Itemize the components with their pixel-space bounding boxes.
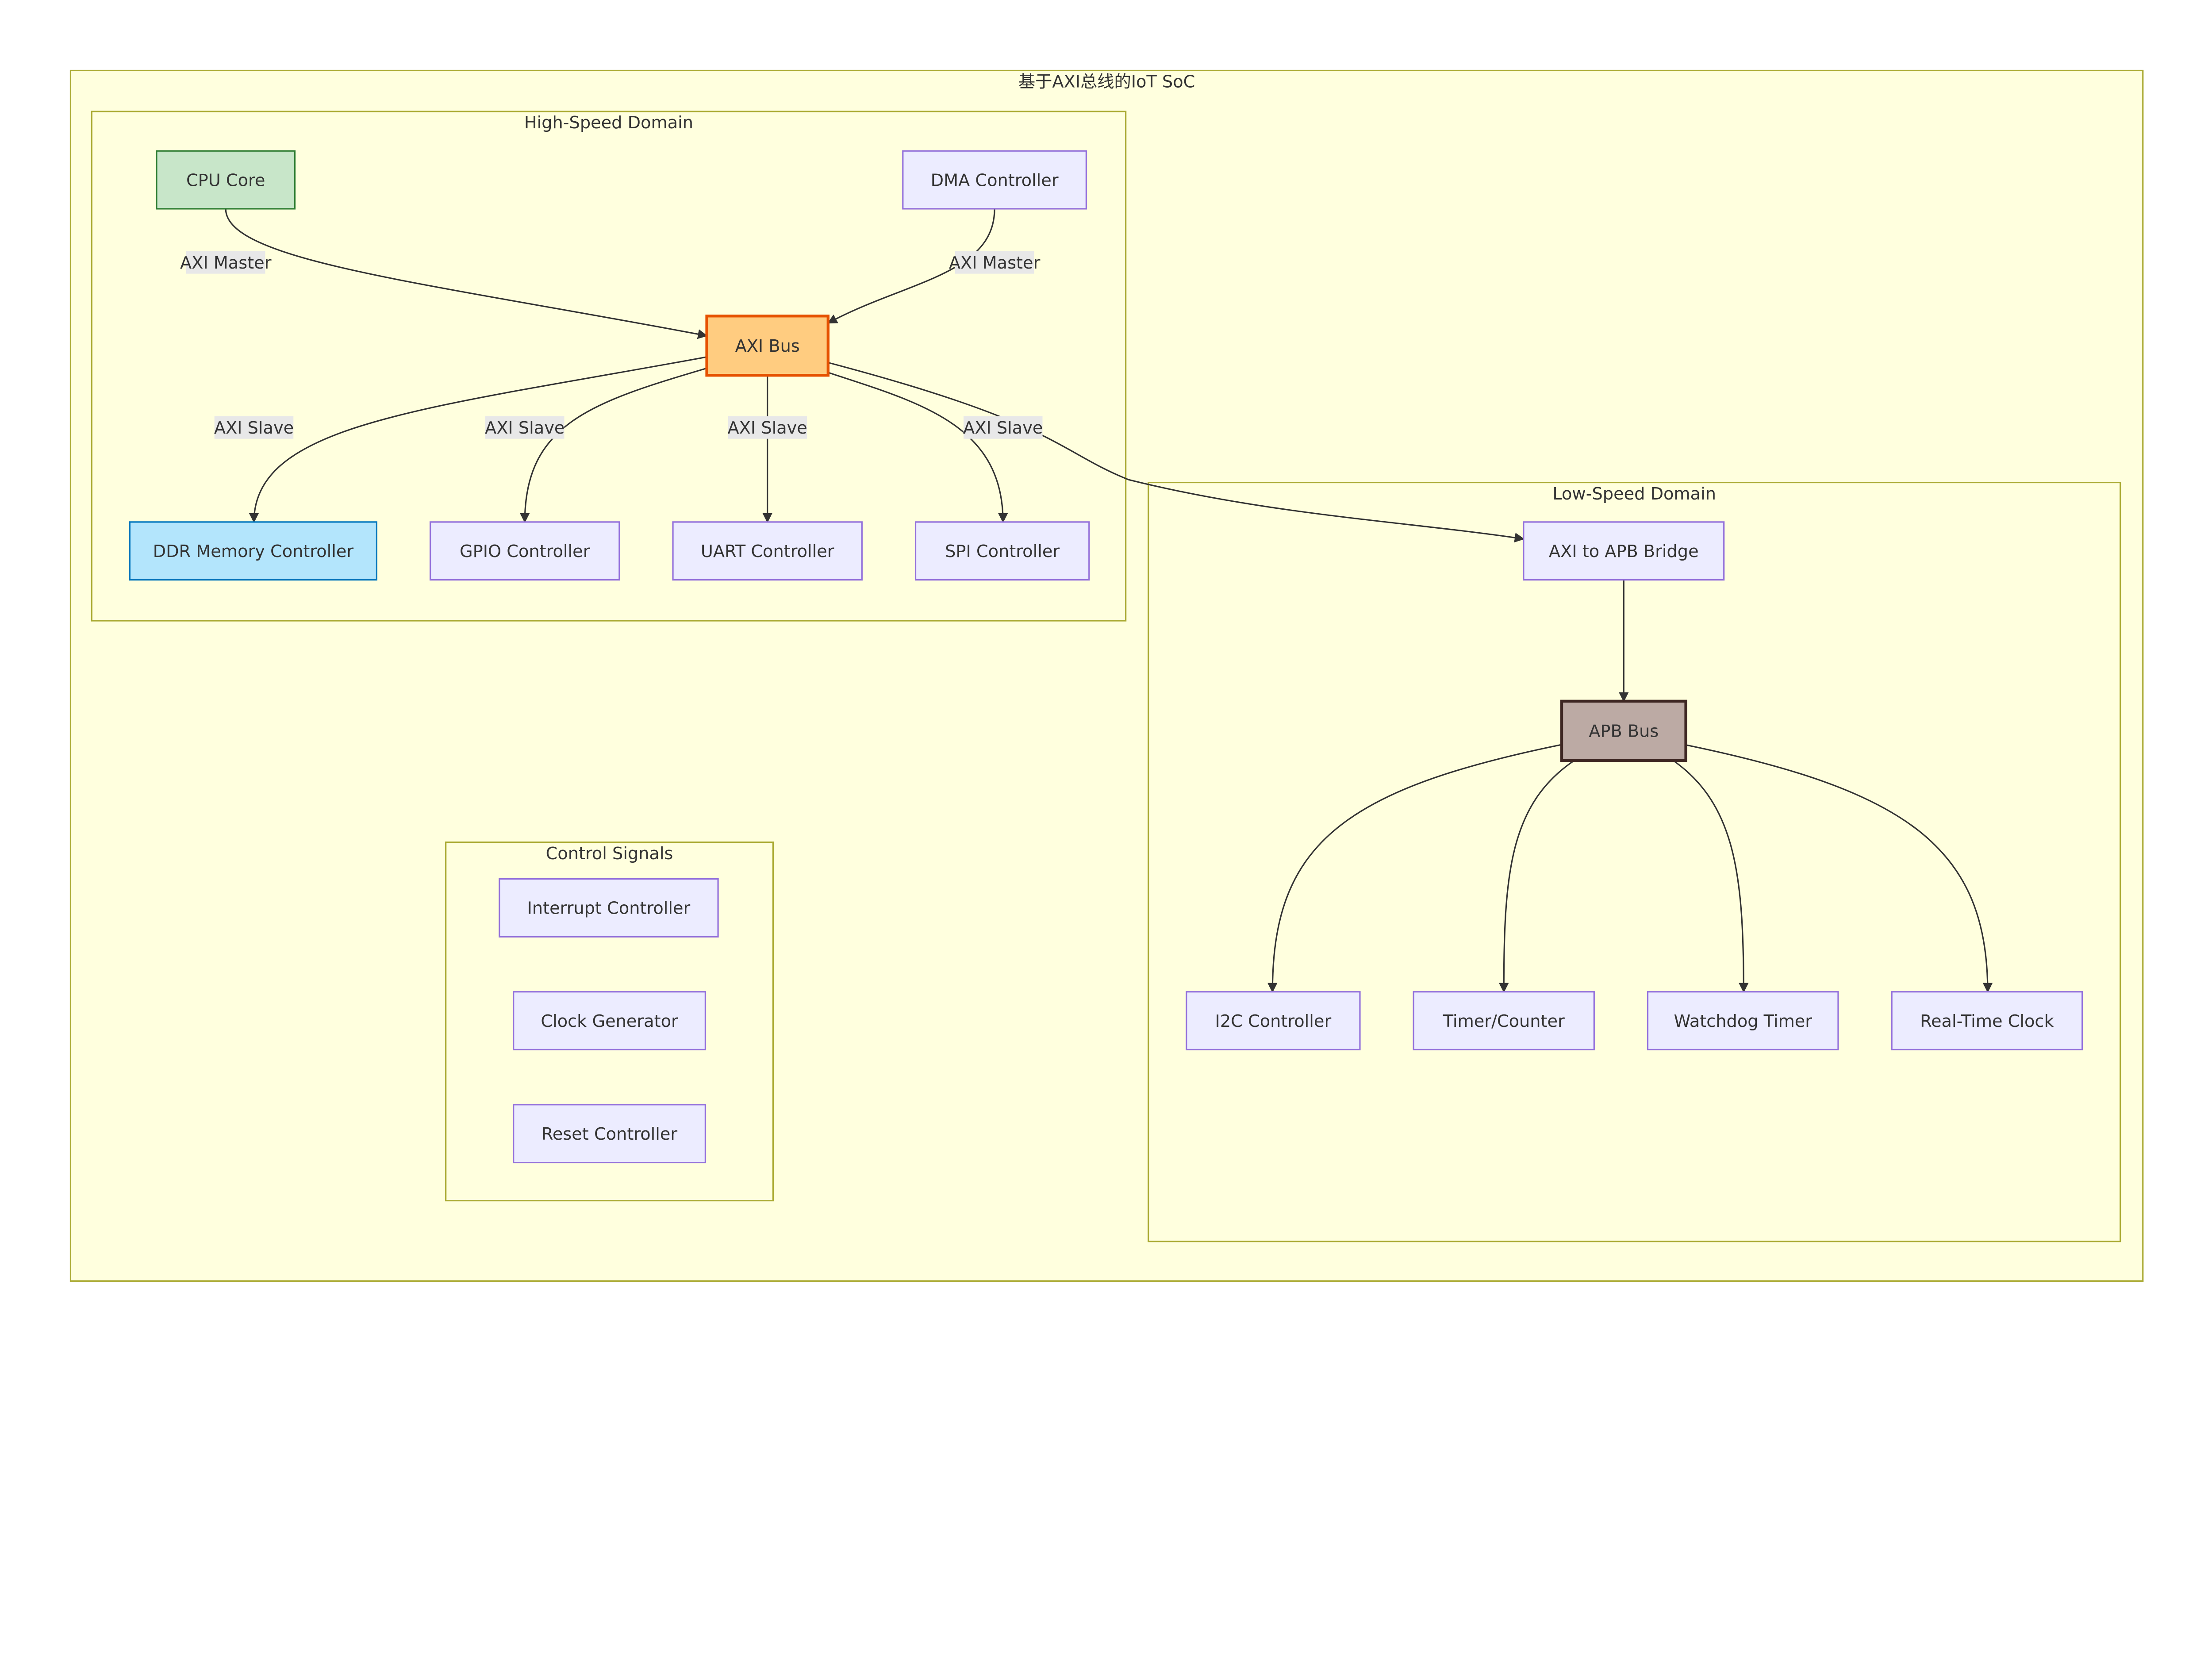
- node-timer-label: Timer/Counter: [1443, 1011, 1565, 1031]
- cluster-control-signals-title: Control Signals: [546, 844, 673, 864]
- edge-label-cpu-axi-text: AXI Master: [180, 253, 272, 273]
- edge-label-axi-gpio-text: AXI Slave: [485, 418, 565, 438]
- node-ddr-label: DDR Memory Controller: [153, 542, 354, 561]
- node-dma-box: [902, 150, 1087, 210]
- node-clk[interactable]: Clock Generator: [513, 991, 706, 1051]
- node-timer-box: [1413, 991, 1595, 1051]
- edge-axi-spi: [828, 372, 1008, 523]
- node-gpio-box: [429, 521, 620, 581]
- node-gpio-label: GPIO Controller: [460, 542, 590, 561]
- node-bridge-box: [1523, 521, 1725, 581]
- cluster-low-speed-domain: Low-Speed Domain: [1148, 481, 2121, 1242]
- edge-axi-gpio: [520, 367, 707, 523]
- node-rtc-box: [1891, 991, 2083, 1051]
- edge-label-cpu-axi: AXI Master: [180, 251, 272, 274]
- node-apb-label: APB Bus: [1589, 721, 1659, 741]
- node-cpu-box: [156, 150, 296, 210]
- soc-diagram: 基于AXI总线的IoT SoC High-Speed DomainLow-Spee…: [69, 69, 2144, 1282]
- edge-label-axi-spi-text: AXI Slave: [963, 418, 1043, 438]
- node-wdt[interactable]: Watchdog Timer: [1647, 991, 1839, 1051]
- clusters-layer: 基于AXI总线的IoT SoC High-Speed DomainLow-Spee…: [69, 69, 2144, 1282]
- edge-label-axi-uart-text: AXI Slave: [728, 418, 807, 438]
- node-irq-box: [499, 878, 719, 938]
- node-ddr-box: [129, 521, 377, 581]
- node-cpu-label: CPU Core: [186, 170, 265, 190]
- cluster-high-speed-domain-title: High-Speed Domain: [524, 113, 693, 133]
- edge-label-axi-gpio: AXI Slave: [485, 416, 565, 439]
- edge-apb-rtc: [1686, 744, 1993, 993]
- node-irq-label: Interrupt Controller: [527, 899, 691, 918]
- edge-label-dma-axi-text: AXI Master: [949, 253, 1041, 273]
- node-rst-box: [513, 1104, 706, 1164]
- node-irq[interactable]: Interrupt Controller: [499, 878, 719, 938]
- node-wdt-box: [1647, 991, 1839, 1051]
- node-ddr[interactable]: DDR Memory Controller: [129, 521, 377, 581]
- node-axi[interactable]: AXI Bus: [705, 315, 830, 377]
- node-axi-box: [705, 315, 830, 377]
- edge-label-dma-axi: AXI Master: [949, 251, 1041, 274]
- edge-dma-axi: [827, 208, 995, 324]
- edge-label-axi-ddr-text: AXI Slave: [214, 418, 294, 438]
- cluster-low-speed-domain-title: Low-Speed Domain: [1552, 484, 1716, 504]
- edge-label-axi-spi: AXI Slave: [963, 416, 1043, 439]
- edge-apb-wdt: [1672, 760, 1749, 993]
- edge-label-axi-uart: AXI Slave: [728, 416, 807, 439]
- node-uart-box: [672, 521, 863, 581]
- node-wdt-label: Watchdog Timer: [1674, 1011, 1812, 1031]
- node-spi-label: SPI Controller: [945, 542, 1060, 561]
- edge-label-axi-ddr: AXI Slave: [214, 416, 294, 439]
- cluster-low-speed-domain-box: [1148, 481, 2121, 1242]
- edge-axi-ddr: [249, 356, 707, 523]
- node-dma-label: DMA Controller: [931, 170, 1059, 190]
- node-i2c[interactable]: I2C Controller: [1186, 991, 1361, 1051]
- edges-layer: [225, 208, 1993, 993]
- node-rst-label: Reset Controller: [541, 1124, 677, 1144]
- cluster-soc-title: 基于AXI总线的IoT SoC: [1018, 72, 1195, 92]
- edge-label-axi-uart-bg: [728, 416, 807, 439]
- node-timer[interactable]: Timer/Counter: [1413, 991, 1595, 1051]
- edge-apb-i2c: [1267, 744, 1561, 993]
- node-bridge-label: AXI to APB Bridge: [1549, 542, 1699, 561]
- edge-label-axi-gpio-bg: [485, 416, 565, 439]
- node-apb[interactable]: APB Bus: [1560, 699, 1687, 762]
- node-gpio[interactable]: GPIO Controller: [429, 521, 620, 581]
- node-uart-label: UART Controller: [701, 542, 834, 561]
- node-apb-box: [1560, 699, 1687, 762]
- edge-cpu-axi: [225, 208, 708, 339]
- node-rtc-label: Real-Time Clock: [1920, 1011, 2054, 1031]
- node-spi[interactable]: SPI Controller: [914, 521, 1090, 581]
- node-dma[interactable]: DMA Controller: [902, 150, 1087, 210]
- edge-label-cpu-axi-bg: [186, 251, 265, 274]
- edge-label-dma-axi-bg: [955, 251, 1034, 274]
- node-clk-label: Clock Generator: [541, 1011, 678, 1031]
- node-i2c-box: [1186, 991, 1361, 1051]
- node-i2c-label: I2C Controller: [1215, 1011, 1332, 1031]
- node-axi-label: AXI Bus: [735, 336, 800, 356]
- node-uart[interactable]: UART Controller: [672, 521, 863, 581]
- edge-apb-timer: [1499, 760, 1575, 993]
- node-bridge[interactable]: AXI to APB Bridge: [1523, 521, 1725, 581]
- edge-label-axi-spi-bg: [963, 416, 1043, 439]
- edge-label-axi-ddr-bg: [214, 416, 294, 439]
- node-rtc[interactable]: Real-Time Clock: [1891, 991, 2083, 1051]
- node-cpu[interactable]: CPU Core: [156, 150, 296, 210]
- edge-axi-bridge: [828, 361, 1525, 543]
- node-rst[interactable]: Reset Controller: [513, 1104, 706, 1164]
- node-clk-box: [513, 991, 706, 1051]
- node-spi-box: [914, 521, 1090, 581]
